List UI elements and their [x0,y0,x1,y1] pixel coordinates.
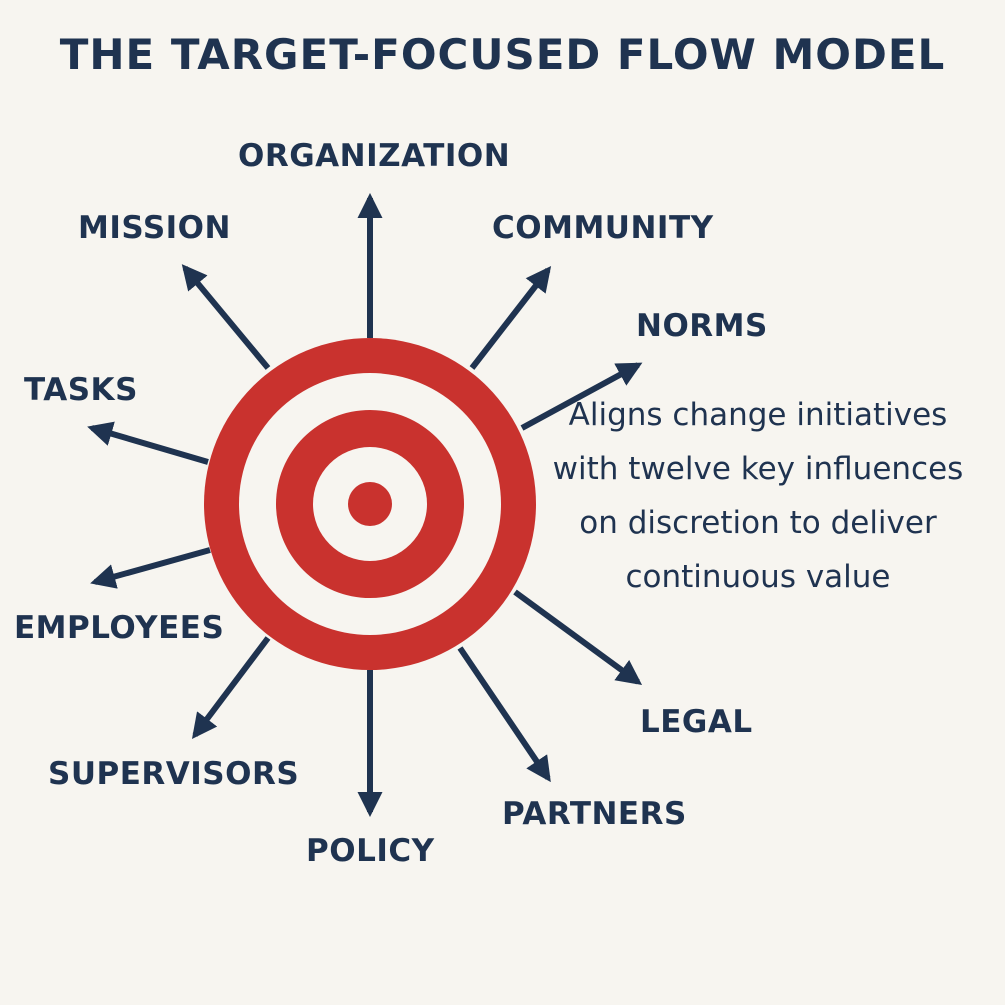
label-community: COMMUNITY [492,210,714,246]
label-tasks: TASKS [24,372,138,408]
arrow-norms [520,362,643,431]
label-supervisors: SUPERVISORS [48,756,300,792]
arrow-tasks [87,421,209,465]
arrow-mission [181,264,271,370]
label-norms: NORMS [636,308,768,344]
arrow-employees [90,547,211,589]
label-legal: LEGAL [640,704,753,740]
label-organization: ORGANIZATION [238,138,511,174]
arrow-legal [513,589,643,685]
description-text: Aligns change initiatives with twelve ke… [552,397,964,595]
label-partners: PARTNERS [502,796,687,832]
arrow-partners [457,646,551,783]
arrow-community [469,266,552,370]
label-mission: MISSION [78,210,231,246]
label-employees: EMPLOYEES [14,610,225,646]
label-policy: POLICY [306,833,435,869]
target-bullseye [204,338,536,670]
diagram-title: THE TARGET-FOCUSED FLOW MODEL [59,30,946,79]
arrow-supervisors [191,636,271,740]
target-center [348,482,392,526]
